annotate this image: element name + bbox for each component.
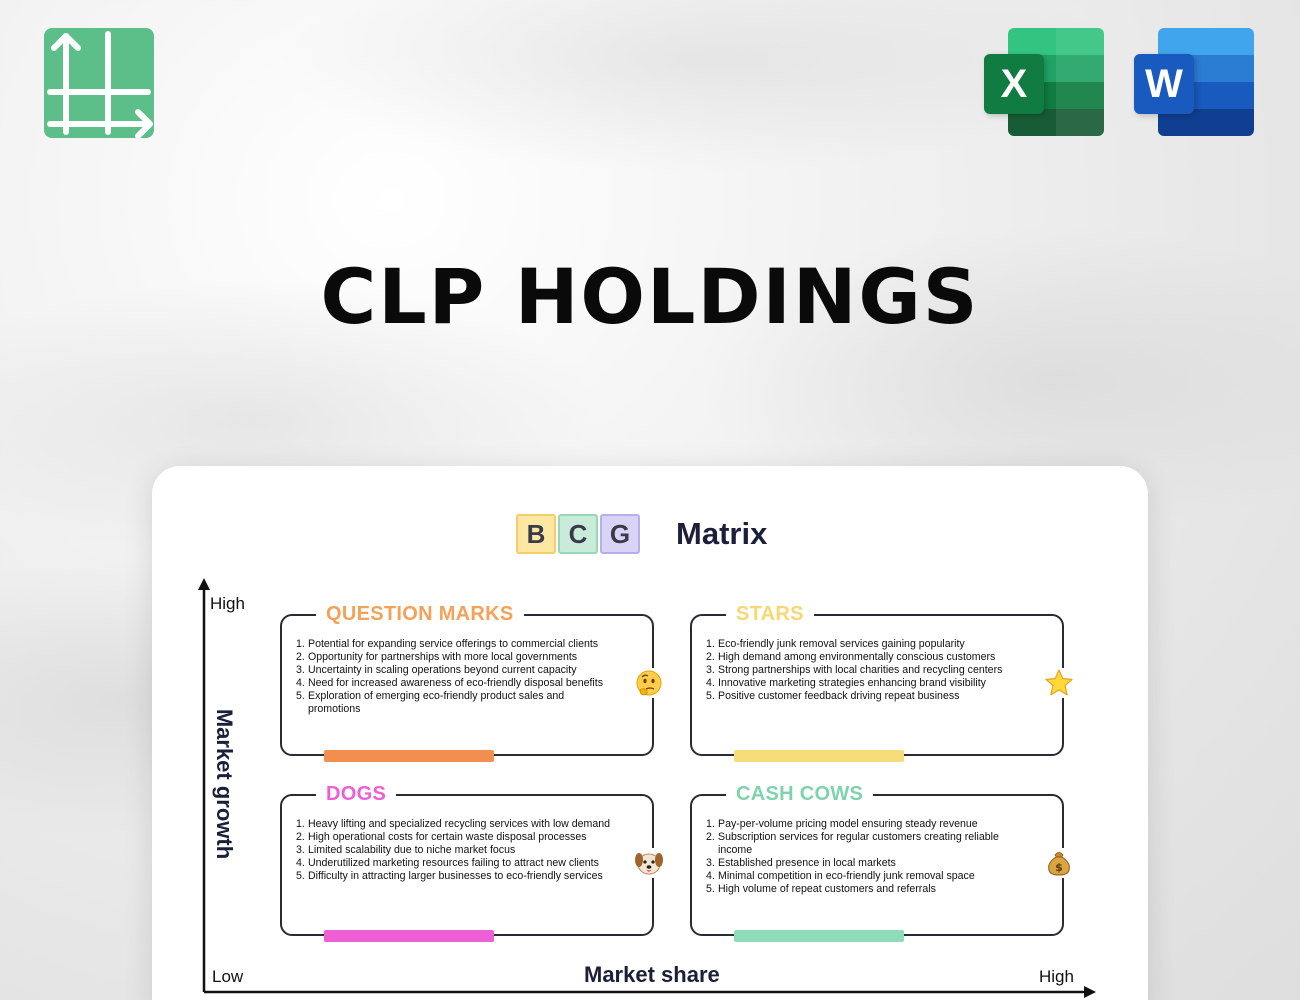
- quadrant-question-marks: QUESTION MARKS 1.Potential for expanding…: [280, 602, 664, 762]
- quadrant-accent-bar: [734, 930, 904, 942]
- list-item: 1.Heavy lifting and specialized recyclin…: [296, 818, 611, 830]
- x-axis-high-label: High: [1039, 967, 1074, 986]
- app-logo-icon: [44, 28, 154, 138]
- quadrant-title: CASH COWS: [726, 782, 874, 806]
- bcg-letter-b: B: [516, 514, 556, 554]
- y-axis-arrow: [198, 578, 210, 590]
- y-axis-high-label: High: [210, 594, 245, 613]
- list-item: 4.Minimal competition in eco-friendly ju…: [706, 870, 975, 882]
- list-item: 5.Difficulty in attracting larger busine…: [296, 870, 603, 882]
- matrix-header: B C G Matrix: [516, 514, 767, 554]
- word-letter: W: [1134, 54, 1194, 114]
- list-item: 2.Opportunity for partnerships with more…: [296, 651, 578, 663]
- bcg-letter-c: C: [558, 514, 598, 554]
- list-item: 4.Need for increased awareness of eco-fr…: [296, 677, 604, 689]
- quadrant-items: 1.Potential for expanding service offeri…: [296, 638, 614, 716]
- bcg-letter-g: G: [600, 514, 640, 554]
- svg-text:$: $: [1055, 861, 1063, 874]
- list-item: 2.Subscription services for regular cust…: [706, 831, 999, 856]
- list-item: 3.Established presence in local markets: [706, 857, 896, 869]
- list-item: 3.Uncertainty in scaling operations beyo…: [296, 664, 577, 676]
- dog-face-icon: [634, 848, 664, 878]
- list-item: 5.High volume of repeat customers and re…: [706, 883, 936, 895]
- quadrant-items: 1.Heavy lifting and specialized recyclin…: [296, 818, 614, 883]
- quadrant-stars: STARS 1.Eco-friendly junk removal servic…: [690, 602, 1074, 762]
- list-item: 1.Potential for expanding service offeri…: [296, 638, 599, 650]
- x-axis-arrow: [1084, 986, 1096, 998]
- list-item: 4.Underutilized marketing resources fail…: [296, 857, 599, 869]
- y-axis-label: Market growth: [212, 708, 237, 860]
- list-item: 3.Limited scalability due to niche marke…: [296, 844, 516, 856]
- word-icon: W: [1134, 28, 1256, 138]
- quadrant-title: STARS: [726, 602, 814, 626]
- star-icon: [1044, 668, 1074, 698]
- excel-letter: X: [984, 54, 1044, 114]
- money-bag-icon: $: [1044, 848, 1074, 878]
- excel-icon: X: [984, 28, 1106, 138]
- matrix-heading: Matrix: [676, 516, 768, 551]
- quadrant-dogs: DOGS 1.Heavy lifting and specialized rec…: [280, 782, 664, 942]
- quadrant-accent-bar: [324, 750, 494, 762]
- excel-sheet-graphic: [1008, 28, 1104, 136]
- page-title: CLP HOLDINGS: [320, 252, 980, 341]
- list-item: 1.Eco-friendly junk removal services gai…: [706, 638, 965, 650]
- list-item: 3.Strong partnerships with local chariti…: [706, 664, 1003, 676]
- list-item: 4.Innovative marketing strategies enhanc…: [706, 677, 986, 689]
- x-axis-label: Market share: [584, 962, 720, 987]
- list-item: 5.Exploration of emerging eco-friendly p…: [296, 690, 565, 715]
- list-item: 5.Positive customer feedback driving rep…: [706, 690, 960, 702]
- quadrant-title: QUESTION MARKS: [316, 602, 524, 626]
- x-axis-low-label: Low: [212, 967, 244, 986]
- bcg-matrix-card: B C G Matrix High Market growth Low Mark…: [152, 466, 1148, 1000]
- quadrant-items: 1.Eco-friendly junk removal services gai…: [706, 638, 1024, 703]
- quadrant-accent-bar: [734, 750, 904, 762]
- quadrant-items: 1.Pay-per-volume pricing model ensuring …: [706, 818, 1024, 896]
- quadrant-cash-cows: CASH COWS 1.Pay-per-volume pricing model…: [690, 782, 1074, 942]
- list-item: 2.High demand among environmentally cons…: [706, 651, 996, 663]
- list-item: 2.High operational costs for certain was…: [296, 831, 587, 843]
- thinking-face-icon: [634, 668, 664, 698]
- quadrant-title: DOGS: [316, 782, 397, 806]
- quadrant-accent-bar: [324, 930, 494, 942]
- list-item: 1.Pay-per-volume pricing model ensuring …: [706, 818, 978, 830]
